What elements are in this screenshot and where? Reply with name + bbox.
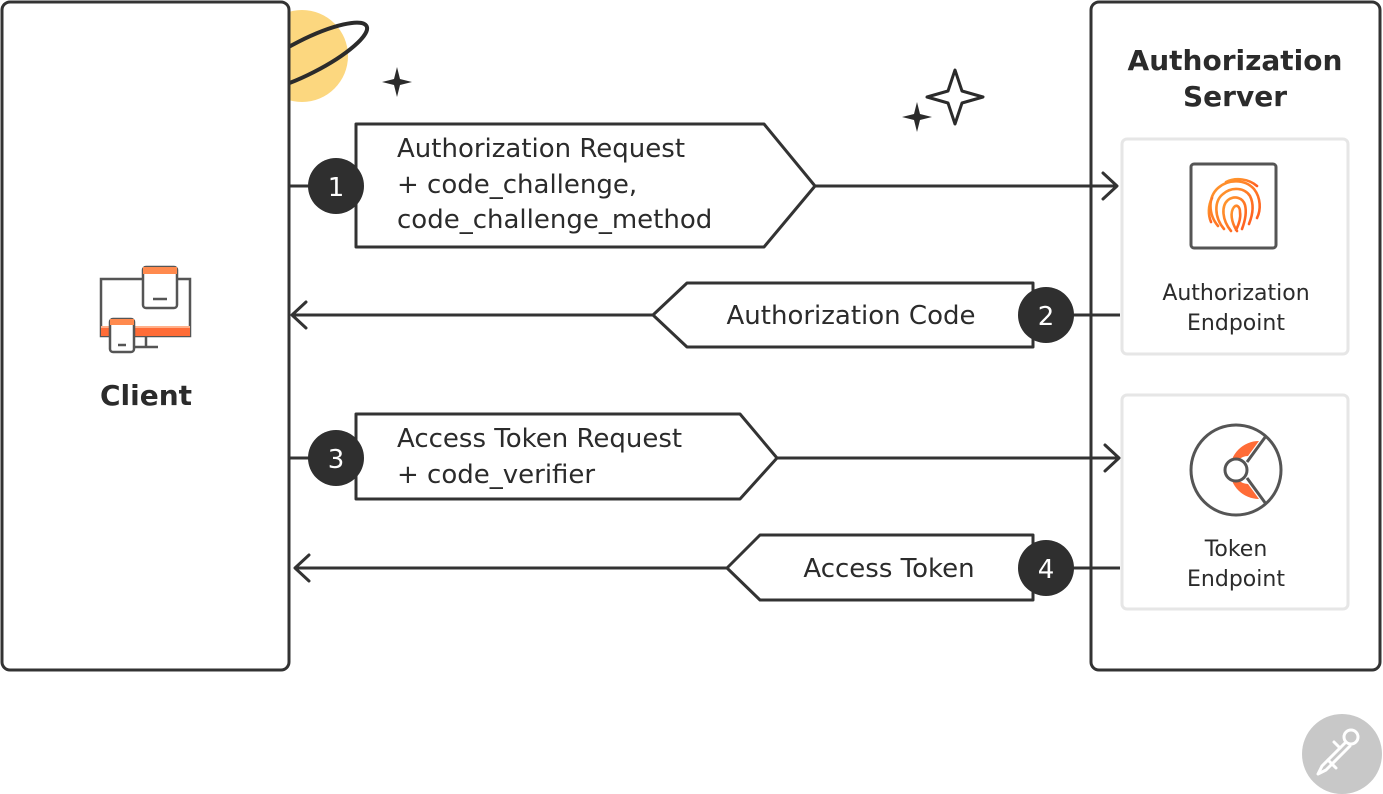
- star-icon: [925, 68, 985, 126]
- step-badge: [1018, 287, 1074, 343]
- authorization-server-panel: Authorization Server Authorization Endpo…: [1089, 0, 1382, 672]
- step-label: Access Token Request: [397, 424, 682, 454]
- step-number: 3: [328, 445, 345, 475]
- star-icon: [382, 67, 412, 97]
- step-label: code_challenge_method: [397, 205, 712, 235]
- token-endpoint-label: Token: [1204, 537, 1268, 562]
- authorization-endpoint-label: Endpoint: [1187, 311, 1285, 336]
- step-label: + code_verifier: [397, 460, 595, 490]
- step-4-arrow: 4 Access Token: [293, 533, 1120, 602]
- devices-icon: [99, 265, 192, 354]
- star-icon: [902, 102, 932, 132]
- step-badge: [308, 430, 364, 486]
- arrowhead-left-icon: [293, 553, 311, 583]
- step-number: 4: [1038, 555, 1055, 585]
- step-label: Access Token: [803, 554, 974, 584]
- step-number: 1: [328, 173, 345, 203]
- client-label: Client: [100, 379, 192, 412]
- token-icon: [1189, 423, 1283, 517]
- step-2-arrow: 2 Authorization Code: [290, 281, 1120, 349]
- client-panel: Client: [0, 0, 291, 672]
- decoration: [242, 10, 985, 132]
- step-3-arrow: 3 Access Token Request + code_verifier: [290, 412, 1121, 501]
- fingerprint-icon: [1189, 162, 1278, 250]
- step-number: 2: [1038, 302, 1055, 332]
- authorization-endpoint: Authorization Endpoint: [1120, 137, 1350, 356]
- step-badge: [308, 158, 364, 214]
- token-endpoint: Token Endpoint: [1120, 393, 1350, 611]
- step-1-arrow: 1 Authorization Request + code_challenge…: [290, 122, 1119, 249]
- postman-logo-icon: [1302, 714, 1382, 794]
- authorization-endpoint-label: Authorization: [1162, 281, 1309, 306]
- arrowhead-left-icon: [290, 300, 308, 330]
- step-label: + code_challenge,: [397, 170, 637, 200]
- server-title: Authorization: [1128, 44, 1343, 77]
- token-endpoint-label: Endpoint: [1187, 567, 1285, 592]
- step-badge: [1018, 540, 1074, 596]
- server-title: Server: [1183, 80, 1287, 113]
- step-label: Authorization Request: [397, 134, 685, 164]
- arrowhead-right-icon: [1103, 443, 1121, 473]
- step-label: Authorization Code: [727, 301, 976, 331]
- arrowhead-right-icon: [1101, 171, 1119, 201]
